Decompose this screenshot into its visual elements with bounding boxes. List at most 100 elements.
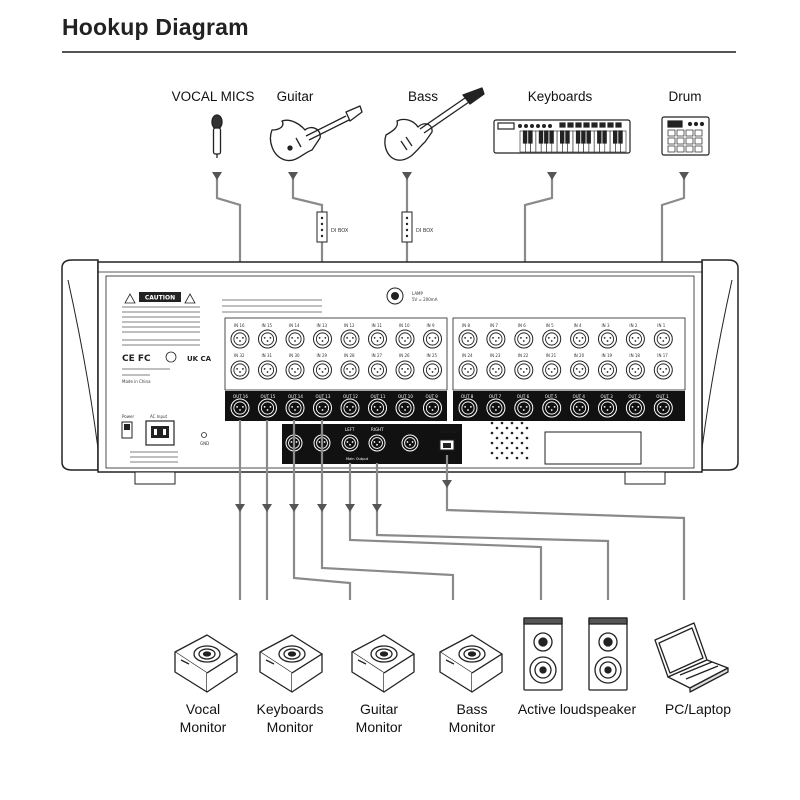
- input-jack-top[interactable]: [570, 329, 590, 349]
- grille-hole: [510, 421, 514, 425]
- input-jack-top[interactable]: [486, 329, 506, 349]
- input-jack-bottom[interactable]: [368, 360, 387, 380]
- input-jack-bottom[interactable]: [486, 360, 506, 380]
- drum-knob: [687, 121, 693, 127]
- label-active-loudspeaker: Active loudspeaker: [517, 701, 637, 717]
- output-arrows: [235, 480, 452, 512]
- input-bottom-label: IN 30: [289, 353, 300, 358]
- output-jack[interactable]: [423, 398, 442, 418]
- gnd-label: GND: [200, 441, 209, 446]
- ethernet-port[interactable]: ETHERNET: [439, 430, 459, 451]
- drum-pads: [667, 121, 705, 153]
- output-jack[interactable]: [340, 398, 360, 418]
- grille-hole: [510, 451, 514, 455]
- black-key: [618, 130, 623, 144]
- output-jack[interactable]: [395, 398, 415, 418]
- arrow-out-bass: [317, 504, 327, 512]
- floor-monitor-icon: [439, 634, 503, 693]
- input-jack-top[interactable]: [653, 329, 673, 349]
- input-jack-bottom[interactable]: [423, 360, 442, 380]
- output-jack[interactable]: [653, 398, 673, 418]
- input-jack-bottom[interactable]: [258, 360, 277, 380]
- input-jack-bottom[interactable]: [313, 360, 332, 380]
- output-jack[interactable]: [570, 398, 590, 418]
- output-jack[interactable]: [625, 398, 645, 418]
- grille-hole: [525, 446, 529, 450]
- arrow-keyboards: [547, 172, 557, 180]
- output-jack[interactable]: [514, 398, 534, 418]
- input-jack-bottom[interactable]: [514, 360, 534, 380]
- input-jack-top[interactable]: [542, 329, 562, 349]
- input-jack-top[interactable]: [514, 329, 534, 349]
- input-jack-top[interactable]: [625, 329, 645, 349]
- label-vocal-monitor-line1: Vocal: [185, 701, 221, 717]
- grille-hole: [520, 421, 524, 425]
- main-output-jack[interactable]: [401, 434, 419, 452]
- page-title: Hookup Diagram: [62, 14, 249, 40]
- input-jack-bottom[interactable]: [395, 360, 415, 380]
- black-key: [559, 130, 565, 144]
- output-jack[interactable]: [598, 398, 617, 418]
- floor-monitors: [174, 634, 503, 693]
- input-jack-top[interactable]: [313, 329, 332, 349]
- output-jack[interactable]: [230, 398, 250, 418]
- input-jack-top[interactable]: [230, 329, 250, 349]
- fan-grille: [490, 421, 529, 460]
- label-guitar-monitor-line1: Guitar: [359, 701, 399, 717]
- input-jack-bottom[interactable]: [340, 360, 360, 380]
- main-output-jack[interactable]: [368, 434, 386, 452]
- input-bottom-label: IN 25: [427, 353, 438, 358]
- knob: [523, 123, 528, 128]
- input-jack-top[interactable]: [285, 329, 305, 349]
- caution-label: CAUTION CE FC UK CA Made in China: [122, 292, 322, 463]
- main-output-jack[interactable]: [341, 434, 359, 452]
- input-jack-top[interactable]: [598, 329, 617, 349]
- input-jack-top[interactable]: [423, 329, 442, 349]
- input-jack-bottom[interactable]: [458, 360, 478, 380]
- input-top-label: IN 16: [234, 323, 245, 328]
- output-jack[interactable]: [458, 398, 478, 418]
- keyboard-pad: [575, 122, 582, 128]
- title-rule: [62, 51, 736, 53]
- input-jack-top[interactable]: [340, 329, 360, 349]
- ac-input-socket[interactable]: [145, 420, 175, 446]
- output-jack[interactable]: [313, 398, 332, 418]
- input-jack-bottom[interactable]: [285, 360, 305, 380]
- input-jack-top[interactable]: [258, 329, 277, 349]
- input-jack-bottom[interactable]: [542, 360, 562, 380]
- input-jack-bottom[interactable]: [653, 360, 673, 380]
- grille-hole: [510, 431, 514, 435]
- label-keyboards-monitor-line2: Monitor: [266, 719, 314, 735]
- output-label: OUT 10: [398, 394, 413, 399]
- input-jack-bottom[interactable]: [230, 360, 250, 380]
- output-jack[interactable]: [258, 398, 277, 418]
- active-loudspeaker-right-icon: [588, 617, 628, 691]
- output-jack[interactable]: [285, 398, 305, 418]
- fine-print: [122, 299, 322, 463]
- input-jack-top[interactable]: [458, 329, 478, 349]
- input-jack-top[interactable]: [368, 329, 387, 349]
- output-jack[interactable]: [368, 398, 387, 418]
- output-jack[interactable]: [486, 398, 506, 418]
- black-key: [602, 130, 607, 144]
- label-bass: Bass: [407, 89, 438, 104]
- arrow-drum: [679, 172, 689, 180]
- input-jack-bottom[interactable]: [570, 360, 590, 380]
- input-jack-bottom[interactable]: [598, 360, 617, 380]
- drum-pad: [667, 145, 676, 153]
- input-bottom-label: IN 29: [317, 353, 328, 358]
- label-keyboards: Keyboards: [527, 89, 593, 104]
- grille-hole: [520, 431, 524, 435]
- grille-hole: [490, 421, 494, 425]
- input-top-label: IN 2: [629, 323, 637, 328]
- output-label: OUT 13: [316, 394, 331, 399]
- lamp-spec: 5V = 200mA: [412, 297, 438, 302]
- input-jack-top[interactable]: [395, 329, 415, 349]
- input-jack-bottom[interactable]: [625, 360, 645, 380]
- output-jack[interactable]: [542, 398, 562, 418]
- arrow-out-vocal: [235, 504, 245, 512]
- keyboard-pad: [583, 122, 590, 128]
- input-bottom-label: IN 26: [399, 353, 410, 358]
- label-guitar-monitor: Guitar Monitor: [344, 700, 414, 736]
